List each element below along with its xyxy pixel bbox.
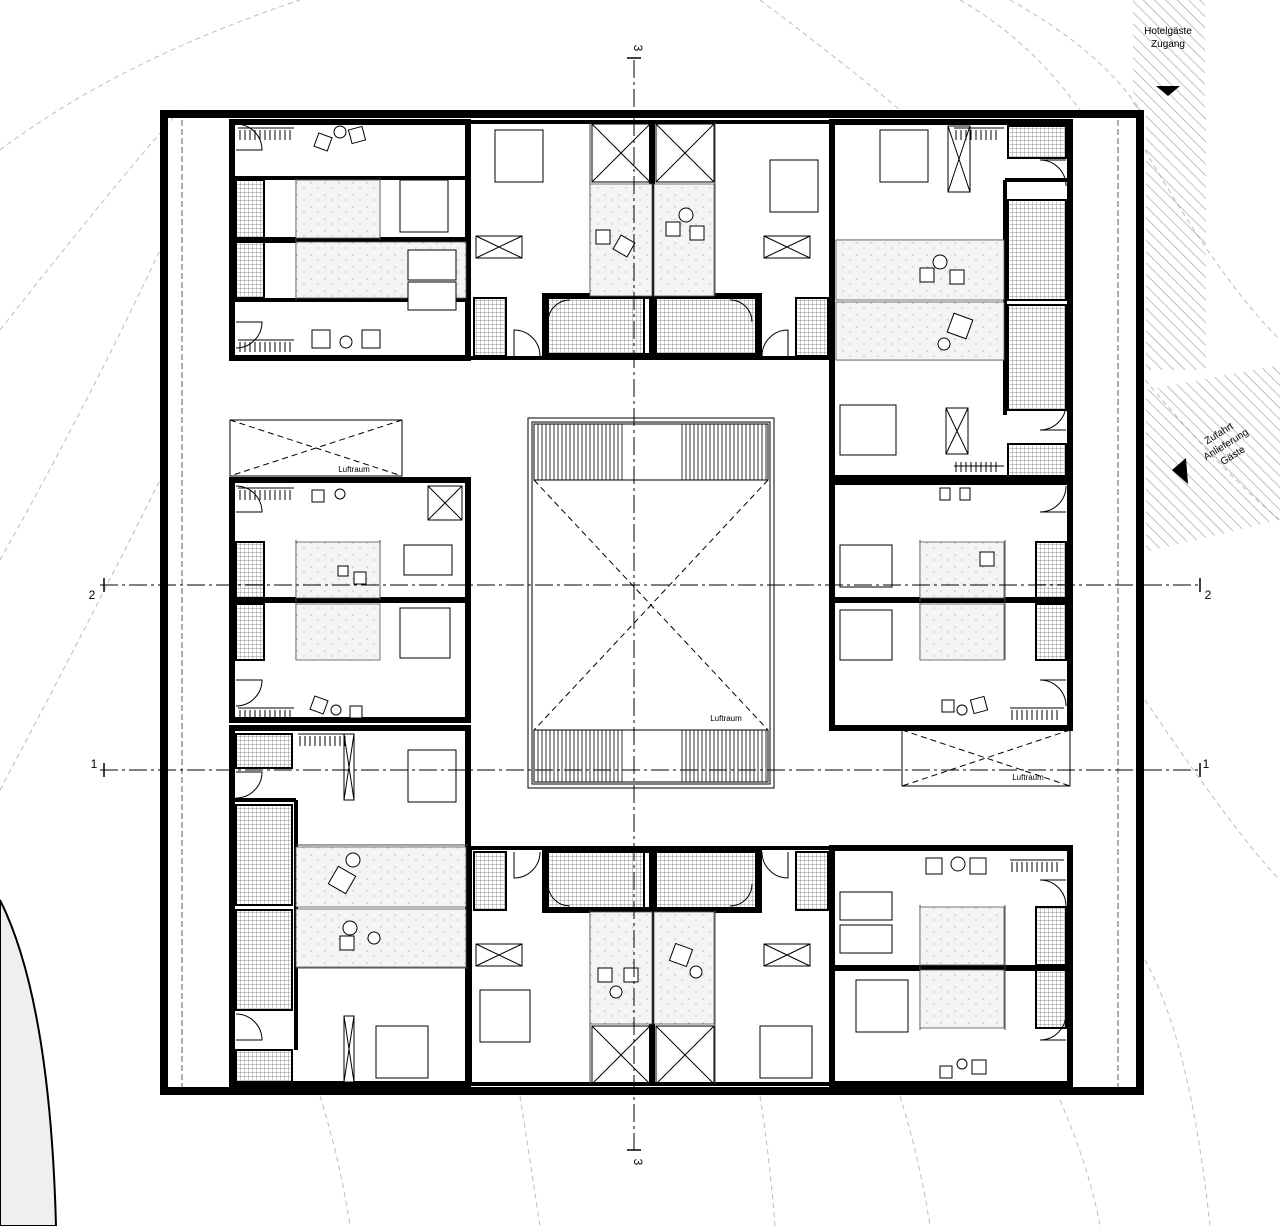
stair-top xyxy=(537,424,767,480)
void-se xyxy=(901,729,1071,787)
section-3-top: 3 xyxy=(631,45,645,52)
section-1-right: 1 xyxy=(1203,757,1210,771)
furniture xyxy=(309,125,995,1079)
section-1-left: 1 xyxy=(91,757,98,771)
section-2-right: 2 xyxy=(1205,588,1212,602)
guest-access-label-2: Zugang xyxy=(1151,39,1185,50)
section-lines xyxy=(100,60,1200,1150)
section-markers xyxy=(103,57,1201,1151)
delivery-access-path xyxy=(1146,365,1280,552)
void-label-center: Luftraum xyxy=(710,714,742,723)
void-label-nw: Luftraum xyxy=(338,465,370,474)
guest-access-label-1: Hotelgäste xyxy=(1144,26,1192,37)
outer-wall xyxy=(160,110,1144,1095)
guest-entrance-arrow-icon xyxy=(1156,86,1180,96)
void-label-se: Luftraum xyxy=(1012,773,1044,782)
delivery-arrow-icon xyxy=(1172,458,1188,484)
guest-access-path-lower xyxy=(1146,110,1206,370)
light-wells xyxy=(591,123,715,1085)
void-nw xyxy=(229,419,403,477)
section-3-bottom: 3 xyxy=(631,1159,645,1166)
radiator-strips xyxy=(238,127,1064,872)
wardrobes xyxy=(343,125,971,1083)
site-boundary-curve xyxy=(0,899,58,1226)
bathrooms xyxy=(235,125,1067,1083)
doors xyxy=(235,123,1067,1041)
beds xyxy=(375,129,929,1079)
stair-bottom xyxy=(537,730,767,782)
section-2-left: 2 xyxy=(89,588,96,602)
central-atrium xyxy=(527,417,775,789)
